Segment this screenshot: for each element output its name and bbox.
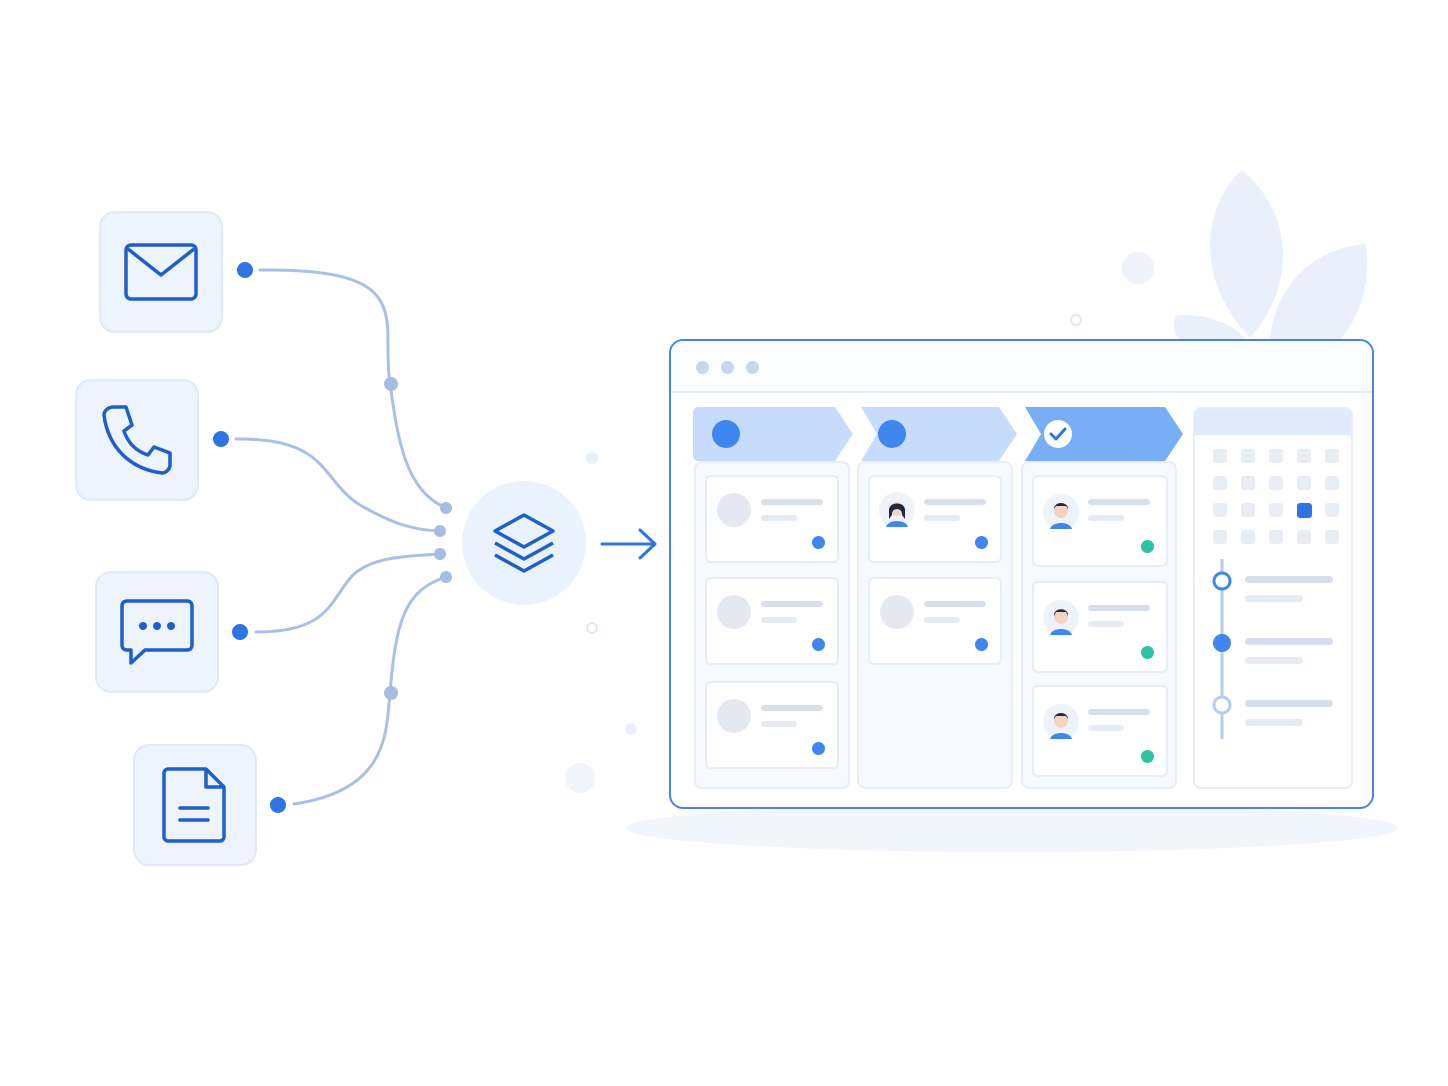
calendar-day[interactable] [1241, 530, 1255, 544]
calendar-day[interactable] [1297, 503, 1312, 518]
layers-icon [493, 513, 555, 573]
avatar-placeholder [880, 595, 914, 629]
calendar-day[interactable] [1213, 530, 1227, 544]
source-phone-port [213, 431, 229, 447]
calendar-day[interactable] [1213, 449, 1227, 463]
timeline-step [1212, 571, 1232, 591]
source-chat-port [232, 624, 248, 640]
list-item[interactable] [868, 475, 1002, 563]
calendar-day[interactable] [1297, 449, 1311, 463]
timeline [1212, 559, 1333, 739]
source-email[interactable] [99, 211, 223, 333]
list-item[interactable] [1032, 475, 1168, 567]
mail-icon [124, 243, 198, 301]
integration-hub[interactable] [462, 481, 586, 605]
calendar-day[interactable] [1297, 530, 1311, 544]
bubble [586, 452, 598, 464]
avatar-placeholder [717, 493, 751, 527]
timeline-step [1213, 634, 1231, 652]
window-control-dot[interactable] [696, 361, 709, 374]
calendar-day[interactable] [1297, 476, 1311, 490]
timeline-step [1212, 695, 1232, 715]
calendar-header [1195, 409, 1351, 435]
app-window [669, 339, 1374, 809]
check-icon [1049, 427, 1067, 441]
calendar-day[interactable] [1325, 530, 1339, 544]
status-dot [975, 536, 988, 549]
avatar [1043, 704, 1079, 740]
status-dot [1141, 646, 1154, 659]
calendar-panel [1193, 407, 1353, 789]
chat-icon [120, 599, 194, 665]
calendar-day[interactable] [1213, 476, 1227, 490]
status-dot [1141, 750, 1154, 763]
source-phone[interactable] [75, 379, 199, 501]
document-icon [162, 767, 226, 843]
window-titlebar [671, 341, 1372, 393]
status-dot [712, 420, 740, 448]
source-document-port [270, 797, 286, 813]
bubble [1070, 314, 1082, 326]
source-email-port [237, 262, 253, 278]
window-shadow [626, 804, 1398, 852]
window-control-dot[interactable] [746, 361, 759, 374]
window-control-dot[interactable] [721, 361, 734, 374]
source-chat[interactable] [95, 571, 219, 693]
avatar [1043, 600, 1079, 636]
calendar-day[interactable] [1269, 503, 1283, 517]
list-item[interactable] [705, 577, 839, 665]
calendar-day[interactable] [1325, 503, 1339, 517]
column-header-2[interactable] [857, 407, 1019, 461]
avatar [1043, 494, 1079, 530]
bubble [1122, 252, 1154, 284]
status-dot [812, 638, 825, 651]
phone-icon [102, 405, 172, 475]
calendar-day[interactable] [1269, 476, 1283, 490]
calendar-day[interactable] [1241, 476, 1255, 490]
column-header-1[interactable] [693, 407, 855, 461]
bubble [565, 763, 595, 793]
status-dot [1141, 540, 1154, 553]
calendar-day[interactable] [1269, 530, 1283, 544]
avatar [879, 492, 915, 528]
calendar-day[interactable] [1325, 449, 1339, 463]
column-header-3[interactable] [1021, 407, 1183, 461]
list-item[interactable] [868, 577, 1002, 665]
bubble [586, 622, 598, 634]
status-dot [878, 420, 906, 448]
calendar-day[interactable] [1241, 503, 1255, 517]
list-item[interactable] [1032, 685, 1168, 777]
status-dot [812, 536, 825, 549]
avatar-placeholder [717, 699, 751, 733]
status-dot [975, 638, 988, 651]
list-item[interactable] [705, 681, 839, 769]
list-item[interactable] [705, 475, 839, 563]
source-document[interactable] [133, 744, 257, 866]
status-dot [812, 742, 825, 755]
calendar-day[interactable] [1269, 449, 1283, 463]
calendar-day[interactable] [1325, 476, 1339, 490]
arrow-right-icon [600, 528, 657, 560]
list-item[interactable] [1032, 581, 1168, 673]
bubble [625, 723, 637, 735]
calendar-day[interactable] [1241, 449, 1255, 463]
calendar-day[interactable] [1213, 503, 1227, 517]
avatar-placeholder [717, 595, 751, 629]
plant-leaves-icon [1173, 170, 1368, 340]
